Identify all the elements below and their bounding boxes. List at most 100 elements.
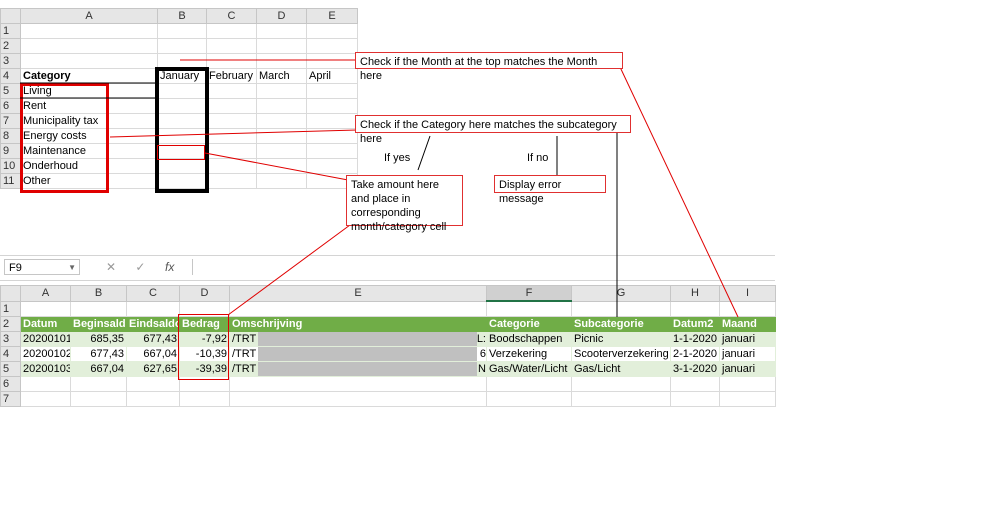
chevron-down-icon[interactable]: ▼ [68, 263, 76, 272]
cell[interactable] [70, 376, 127, 392]
row-header[interactable]: 10 [0, 158, 21, 174]
cell-categorie[interactable]: Boodschappen [486, 331, 572, 347]
cell[interactable] [306, 38, 358, 54]
cell[interactable] [20, 376, 71, 392]
cell[interactable] [306, 128, 358, 144]
cell-datum2[interactable]: 3-1-2020 [670, 361, 720, 377]
cell[interactable] [719, 300, 776, 317]
cell[interactable] [256, 128, 307, 144]
cell[interactable] [20, 23, 158, 39]
cell[interactable] [719, 376, 776, 392]
cell-categorie[interactable]: Verzekering [486, 346, 572, 362]
table-header-bedrag[interactable]: Bedrag [179, 316, 230, 332]
row-header[interactable]: 6 [0, 98, 21, 114]
row-header[interactable]: 8 [0, 128, 21, 144]
row-header[interactable]: 5 [0, 361, 21, 377]
row-header[interactable]: 6 [0, 376, 21, 392]
column-header-d[interactable]: D [256, 8, 307, 24]
cell-datum[interactable]: 20200103 [20, 361, 71, 377]
row-header[interactable]: 3 [0, 331, 21, 347]
cell[interactable] [157, 38, 207, 54]
cell[interactable] [20, 53, 158, 69]
cell[interactable] [126, 376, 180, 392]
cell-eindsaldo[interactable]: 677,43 [126, 331, 180, 347]
cell[interactable] [256, 53, 307, 69]
category-cell-onderhoud[interactable]: Onderhoud [20, 158, 158, 174]
month-cell-february[interactable]: February [206, 68, 257, 84]
cell-beginsaldo[interactable]: 667,04 [70, 361, 127, 377]
row-header[interactable]: 7 [0, 391, 21, 407]
table-header-categorie[interactable]: Categorie [486, 316, 572, 332]
column-header-a[interactable]: A [20, 285, 71, 302]
cell[interactable] [20, 391, 71, 407]
name-box[interactable]: F9 ▼ [4, 259, 80, 275]
cell[interactable] [670, 300, 720, 317]
column-header-h[interactable]: H [670, 285, 720, 302]
cell-beginsaldo[interactable]: 677,43 [70, 346, 127, 362]
cell[interactable] [126, 300, 180, 317]
formula-input[interactable] [192, 259, 775, 275]
cell[interactable] [486, 300, 572, 317]
row-header[interactable]: 7 [0, 113, 21, 129]
category-cell-maintenance[interactable]: Maintenance [20, 143, 158, 159]
cell[interactable] [256, 143, 307, 159]
column-header-b[interactable]: B [70, 285, 127, 302]
month-cell-april[interactable]: April [306, 68, 358, 84]
cell-categorie[interactable]: Gas/Water/Licht [486, 361, 572, 377]
cell-subcategorie[interactable]: Scooterverzekering [571, 346, 671, 362]
cell[interactable] [256, 38, 307, 54]
row-header[interactable]: 4 [0, 68, 21, 84]
cell[interactable] [206, 113, 257, 129]
row-header[interactable]: 2 [0, 38, 21, 54]
cell-bedrag[interactable]: -7,92 [179, 331, 230, 347]
cell[interactable] [256, 113, 307, 129]
cell[interactable] [256, 98, 307, 114]
cell[interactable] [571, 391, 671, 407]
cell[interactable] [306, 98, 358, 114]
column-header-b[interactable]: B [157, 8, 207, 24]
table-header-beginsaldo[interactable]: Beginsaldo [70, 316, 127, 332]
cell[interactable] [256, 173, 307, 189]
column-header-g[interactable]: G [571, 285, 671, 302]
column-header-c[interactable]: C [126, 285, 180, 302]
category-cell-rent[interactable]: Rent [20, 98, 158, 114]
cell[interactable] [206, 23, 257, 39]
cell-beginsaldo[interactable]: 685,35 [70, 331, 127, 347]
cell[interactable] [206, 128, 257, 144]
column-header-d[interactable]: D [179, 285, 230, 302]
row-header[interactable]: 3 [0, 53, 21, 69]
cell[interactable] [126, 391, 180, 407]
cell[interactable] [206, 38, 257, 54]
row-header[interactable]: 5 [0, 83, 21, 99]
cell[interactable] [20, 38, 158, 54]
cell-eindsaldo[interactable]: 667,04 [126, 346, 180, 362]
cell[interactable] [179, 391, 230, 407]
cell[interactable] [206, 83, 257, 99]
cell[interactable] [206, 173, 257, 189]
category-cell-other[interactable]: Other [20, 173, 158, 189]
table-header-datum[interactable]: Datum [20, 316, 71, 332]
cell-subcategorie[interactable]: Gas/Licht [571, 361, 671, 377]
cell[interactable] [206, 158, 257, 174]
table-header-datum2[interactable]: Datum2 [670, 316, 720, 332]
cell[interactable] [486, 391, 572, 407]
cell[interactable] [256, 158, 307, 174]
row-header[interactable]: 9 [0, 143, 21, 159]
table-header-omschrijving[interactable]: Omschrijving [229, 316, 487, 332]
category-label-cell[interactable]: Category [20, 68, 158, 84]
row-header[interactable]: 1 [0, 300, 21, 317]
cell-datum[interactable]: 20200102 [20, 346, 71, 362]
function-icon[interactable]: fx [165, 260, 175, 274]
row-header[interactable]: 11 [0, 173, 21, 189]
cell[interactable] [206, 98, 257, 114]
cell-maand[interactable]: januari [719, 361, 776, 377]
cell[interactable] [229, 300, 487, 317]
row-header[interactable]: 1 [0, 23, 21, 39]
cell[interactable] [670, 376, 720, 392]
cell[interactable] [306, 23, 358, 39]
table-header-eindsaldo[interactable]: Eindsaldo [126, 316, 180, 332]
cell-datum2[interactable]: 1-1-2020 [670, 331, 720, 347]
cell[interactable] [306, 53, 358, 69]
